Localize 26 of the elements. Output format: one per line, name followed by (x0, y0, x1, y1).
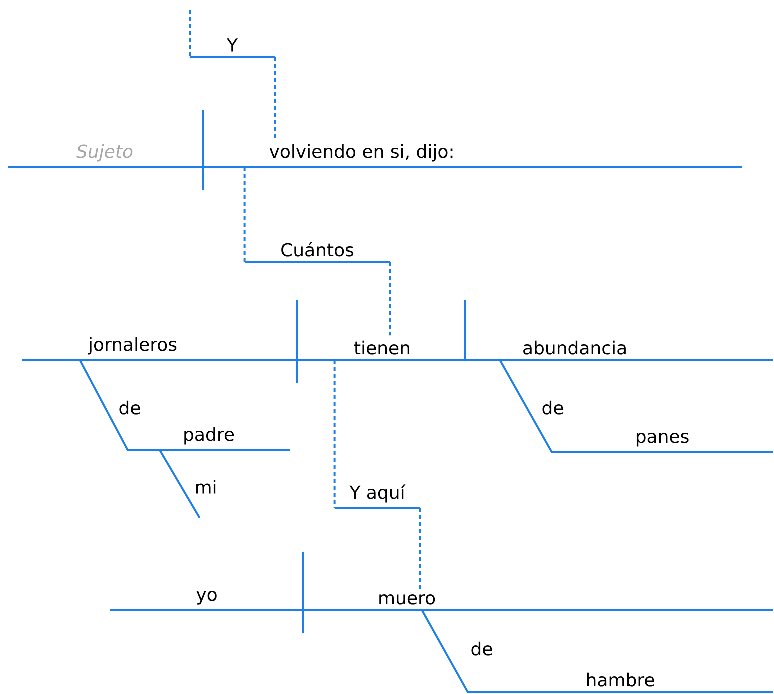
dashed-connector (244, 167, 246, 262)
word: de (542, 400, 564, 415)
word: Cuántos (282, 242, 354, 257)
word: volviendo en si, dijo: (270, 144, 453, 162)
word: de (120, 400, 140, 415)
word: abundancia (524, 340, 626, 355)
dashed-connector (334, 360, 336, 508)
modifier-line (499, 360, 662, 453)
word: mi (196, 480, 216, 494)
dashed-connector (274, 57, 276, 140)
word: Y aquí (350, 484, 406, 503)
word: panes (636, 432, 689, 447)
dashed-connector (419, 508, 422, 590)
word: Sujeto (76, 144, 133, 162)
dashed-connector (389, 262, 392, 336)
word: yo (196, 590, 217, 605)
word: jornaleros (88, 337, 177, 355)
word: de (472, 642, 492, 656)
word: tienen (354, 340, 410, 355)
word: Y (226, 38, 238, 52)
modifier-line (421, 610, 620, 693)
modifier-line (79, 360, 209, 451)
word: hambre (587, 672, 654, 687)
modifier-line (158, 450, 201, 519)
word: muero (380, 594, 436, 605)
word: padre (184, 427, 234, 445)
